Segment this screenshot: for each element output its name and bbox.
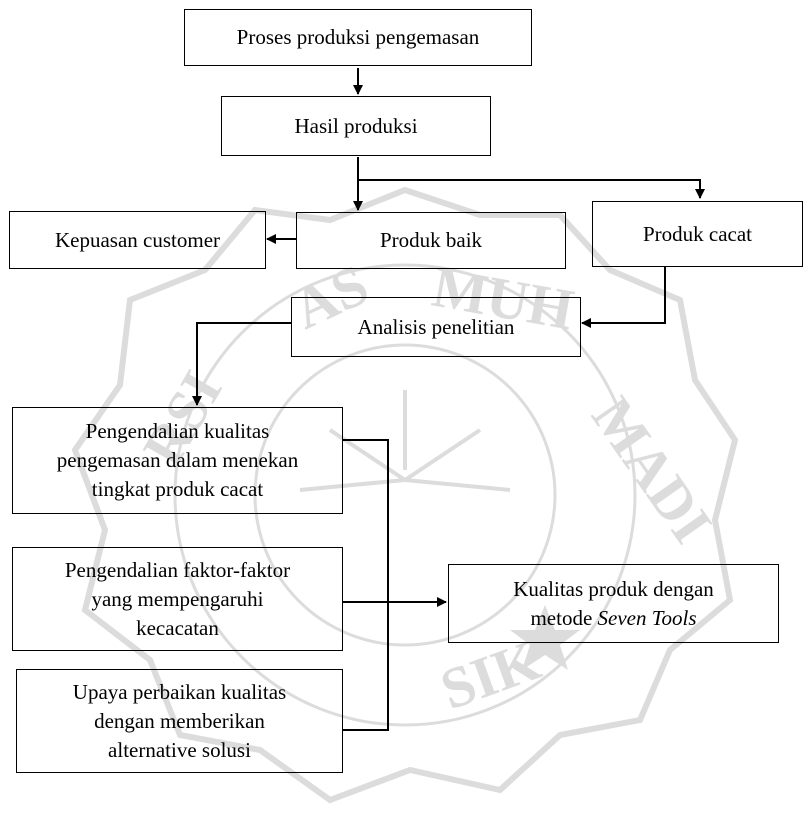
- bracket-connector: [343, 439, 389, 731]
- box-pengendalian-kualitas: Pengendalian kualitas pengemasan dalam m…: [12, 407, 343, 514]
- box-hasil-produksi: Hasil produksi: [221, 96, 491, 156]
- box-produk-baik: Produk baik: [296, 212, 566, 269]
- kualitas-produk-line-2: metode Seven Tools: [530, 604, 696, 633]
- box-produk-cacat: Produk cacat: [592, 201, 803, 267]
- kualitas-produk-line-1: Kualitas produk dengan: [513, 576, 714, 601]
- pengendalian-kualitas-line-2: pengemasan dalam menekan: [56, 448, 299, 472]
- arrow-hasil-to-cacat: [358, 179, 705, 199]
- pengendalian-faktor-line-2: yang mempengaruhi: [91, 586, 264, 611]
- pengendalian-faktor-line-1: Pengendalian faktor-faktor: [64, 557, 291, 582]
- kualitas-produk-method-name: Seven Tools: [597, 605, 697, 630]
- arrow-cacat-to-analisis: [581, 267, 666, 328]
- arrow-analisis-to-pengendalian: [192, 322, 291, 406]
- pengendalian-faktor-line-3: kecacatan: [136, 615, 219, 640]
- kualitas-produk-method-prefix: metode: [530, 605, 598, 630]
- upaya-perbaikan-line-3: alternative solusi: [108, 737, 251, 762]
- box-kualitas-produk: Kualitas produk dengan metode Seven Tool…: [448, 564, 779, 643]
- box-produk-cacat-label: Produk cacat: [642, 221, 753, 246]
- box-upaya-perbaikan: Upaya perbaikan kualitas dengan memberik…: [16, 669, 343, 773]
- box-produk-baik-label: Produk baik: [379, 228, 483, 252]
- upaya-perbaikan-line-2: dengan memberikan: [94, 708, 265, 733]
- box-analisis-penelitian-label: Analisis penelitian: [357, 314, 515, 339]
- box-proses-produksi: Proses produksi pengemasan: [184, 9, 532, 66]
- pengendalian-kualitas-line-3: tingkat produk cacat: [91, 477, 264, 501]
- box-analisis-penelitian: Analisis penelitian: [291, 297, 581, 357]
- box-kepuasan-customer-label: Kepuasan customer: [54, 227, 221, 252]
- box-proses-produksi-label: Proses produksi pengemasan: [236, 25, 480, 49]
- box-pengendalian-faktor: Pengendalian faktor-faktor yang mempenga…: [12, 547, 343, 651]
- box-kepuasan-customer: Kepuasan customer: [9, 211, 266, 269]
- box-hasil-produksi-label: Hasil produksi: [294, 113, 418, 138]
- upaya-perbaikan-line-1: Upaya perbaikan kualitas: [72, 679, 287, 704]
- pengendalian-kualitas-line-1: Pengendalian kualitas: [85, 419, 270, 443]
